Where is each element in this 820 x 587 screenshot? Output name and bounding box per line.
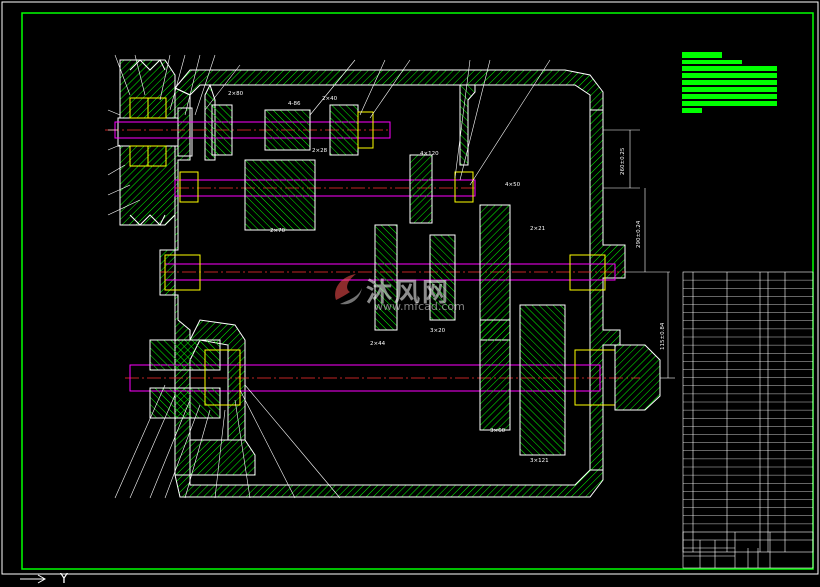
input-shaft	[105, 104, 391, 156]
dim-label: 2×44	[370, 341, 386, 347]
parts-list-table	[682, 271, 814, 553]
dim-label: 2×80	[228, 91, 244, 97]
dim-label: 2×70	[270, 228, 286, 234]
dim-label: 4-86	[288, 101, 301, 107]
dim-label: 260±0.25	[620, 147, 626, 175]
ucs-y-label: Y	[60, 572, 68, 587]
dimension-lines	[603, 129, 675, 379]
dim-label: 4×50	[505, 182, 521, 188]
dim-label: 3×60	[490, 428, 506, 434]
leader-lines	[107, 54, 551, 499]
main-spindle	[125, 304, 661, 456]
dim-label: 2×21	[530, 226, 545, 232]
dim-label: 2×40	[322, 96, 338, 102]
dimension-labels: 2×80 4-86 2×40 2×28 4×120 4×50 2×21 3×20…	[228, 91, 666, 464]
title-block	[682, 531, 814, 569]
dim-label: 2×28	[312, 148, 328, 154]
dim-label: 115±0.84	[660, 322, 666, 350]
parts-list-rows	[683, 279, 813, 525]
second-shaft	[174, 154, 476, 231]
dim-label: 4×120	[420, 151, 439, 157]
v-belt-pulley	[117, 59, 193, 226]
dim-label: 290±0.24	[636, 220, 642, 248]
outer-frame	[1, 1, 819, 575]
dim-label: 3×20	[430, 328, 446, 334]
ucs-icon	[20, 574, 47, 584]
third-shaft	[160, 204, 625, 341]
dim-label: 3×121	[530, 458, 549, 464]
technical-requirements	[682, 52, 777, 113]
